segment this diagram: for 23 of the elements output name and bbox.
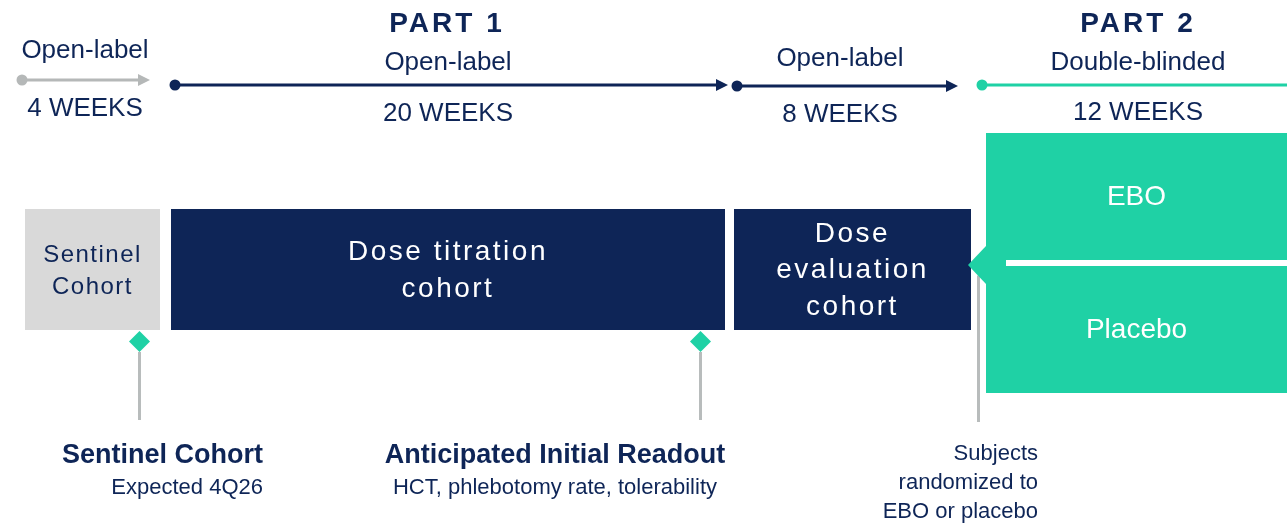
part-heading: PART 2 [1080,8,1196,38]
duration-label: 8 WEEKS [782,98,898,128]
duration-label: 4 WEEKS [27,92,143,122]
milestone-detail: Expected 4Q26 [110,473,263,501]
arm-box: Placebo [986,266,1287,393]
phase-label: Open-label [776,42,904,72]
phase-label: Open-label [384,46,512,76]
leader-line [699,352,702,420]
leader-line [138,352,141,420]
phase-label: Open-label [21,34,149,64]
milestone-detail: HCT, phlebotomy rate, tolerability [392,473,718,501]
cohort-box: Sentinel Cohort [25,209,160,330]
phase-label: Double-blinded [1050,46,1226,76]
duration-label: 12 WEEKS [1072,96,1204,126]
randomization-pointer [968,246,1006,284]
randomization-note: Subjects randomized to EBO or placebo [856,438,1038,525]
duration-label: 20 WEEKS [382,97,514,127]
arm-box: EBO [986,133,1287,260]
milestone-title: Sentinel Cohort [61,438,263,471]
milestone-title: Anticipated Initial Readout [383,438,727,471]
cohort-box: Dose titration cohort [171,209,725,330]
part-heading: PART 1 [389,8,505,38]
cohort-box: Dose evaluation cohort [734,209,971,330]
